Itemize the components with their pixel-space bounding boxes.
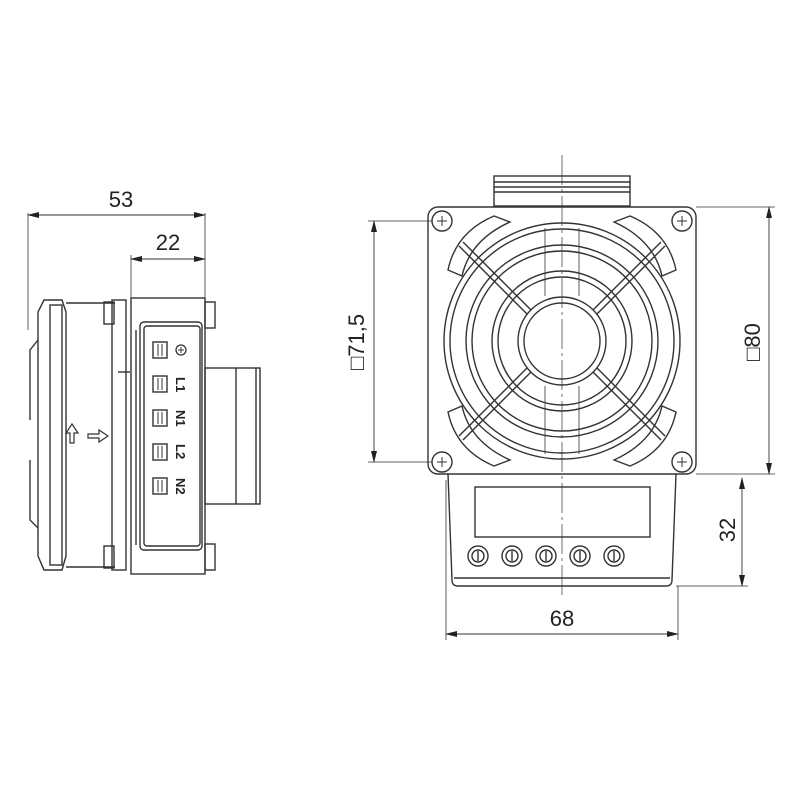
control-button-1[interactable] xyxy=(467,545,489,567)
control-button-2[interactable] xyxy=(501,545,523,567)
terminal-label: L2 xyxy=(173,444,188,459)
terminal-label: N2 xyxy=(173,478,188,495)
dim-label-71-5: □71,5 xyxy=(344,314,369,370)
display-window xyxy=(474,486,651,538)
terminal-L2: L2 xyxy=(152,443,188,461)
dim-label-68: 68 xyxy=(550,606,574,631)
terminal-label: L1 xyxy=(173,377,188,392)
front-dimensions xyxy=(368,206,775,640)
terminal-block: L1 N1 L2 N2 xyxy=(152,341,188,495)
dim-label-80: □80 xyxy=(740,323,765,361)
control-button-4[interactable] xyxy=(569,545,591,567)
right-arrow-icon xyxy=(87,428,110,444)
control-button-3[interactable] xyxy=(535,545,557,567)
control-button-5[interactable] xyxy=(603,545,625,567)
dim-label-22: 22 xyxy=(156,230,180,255)
up-arrow-icon xyxy=(64,422,80,444)
control-buttons xyxy=(467,545,625,567)
terminal-N1: N1 xyxy=(152,409,188,427)
screw-icon xyxy=(431,451,453,473)
terminal-ground xyxy=(152,341,187,359)
fan-grille xyxy=(443,215,681,467)
screw-icon xyxy=(671,210,693,232)
screw-icon xyxy=(431,210,453,232)
dim-label-32: 32 xyxy=(715,518,740,542)
terminal-L1: L1 xyxy=(152,375,188,393)
front-view xyxy=(427,155,697,595)
dim-label-53: 53 xyxy=(109,187,133,212)
terminal-label: N1 xyxy=(173,410,188,427)
control-unit xyxy=(447,473,677,587)
terminal-N2: N2 xyxy=(152,477,188,495)
ground-icon xyxy=(175,344,187,356)
airflow-arrows xyxy=(64,422,110,444)
dimension-22 xyxy=(130,255,206,300)
side-view xyxy=(27,212,261,575)
screw-icon xyxy=(671,451,693,473)
